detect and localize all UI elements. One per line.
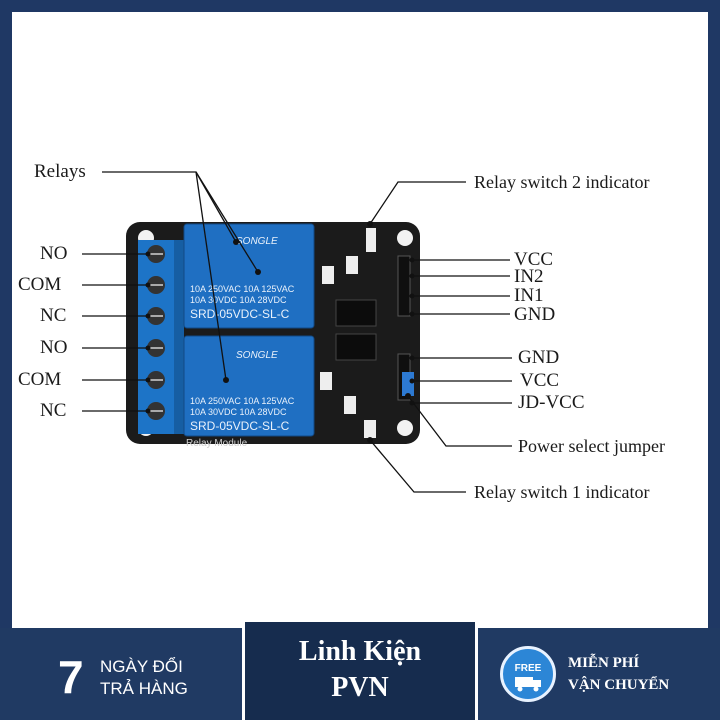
in2-label: IN2 <box>514 266 544 287</box>
optocoupler <box>335 333 377 361</box>
no-2-label: NO <box>40 337 68 358</box>
free-shipping-line-1: MIỄN PHÍ <box>568 655 640 671</box>
return-policy-line-1: NGÀY ĐỔI <box>100 657 183 676</box>
relay-1-rating-2: 10A 30VDC 10A 28VDC <box>190 407 287 417</box>
relay-1-rating-1: 10A 250VAC 10A 125VAC <box>190 396 295 406</box>
power-select-jumper-label: Power select jumper <box>518 436 665 456</box>
led-relay-1 <box>364 420 376 438</box>
vcc-input-label: VCC <box>514 249 554 270</box>
return-policy-line-2: TRẢ HÀNG <box>100 679 188 698</box>
mount-hole <box>397 230 413 246</box>
relay-2-rating-1: 10A 250VAC 10A 125VAC <box>190 284 295 294</box>
nc-1-label: NC <box>40 305 67 326</box>
input-header <box>397 255 411 317</box>
return-policy-text: NGÀY ĐỔI TRẢ HÀNG <box>100 656 188 700</box>
resistor <box>322 266 334 284</box>
vcc-power-label: VCC <box>520 370 560 391</box>
relay-1-model: SRD-05VDC-SL-C <box>190 419 290 433</box>
jd-vcc-label: JD-VCC <box>518 392 585 413</box>
brand-name: Linh Kiện <box>298 636 422 667</box>
relay-2-brand: SONGLE <box>236 236 278 247</box>
free-badge-text: FREE <box>514 663 542 674</box>
relays-label: Relays <box>34 161 86 182</box>
relay-2-rating-2: 10A 30VDC 10A 28VDC <box>190 295 287 305</box>
relay-2 <box>183 223 315 329</box>
gnd-input-label: GND <box>514 304 556 325</box>
in1-label: IN1 <box>514 285 544 306</box>
resistor <box>346 256 358 274</box>
com-1-label: COM <box>18 274 62 295</box>
terminal-screws <box>147 245 165 420</box>
free-shipping-line-2: VẬN CHUYỂN <box>568 677 670 693</box>
resistor <box>344 396 356 414</box>
relay-switch-1-indicator-label: Relay switch 1 indicator <box>474 482 650 502</box>
com-2-label: COM <box>18 369 62 390</box>
power-jumper <box>402 372 414 396</box>
mount-hole <box>397 420 413 436</box>
brand-suffix: PVN <box>331 672 389 703</box>
resistor <box>320 372 332 390</box>
free-shipping-truck-icon: FREE <box>500 646 556 702</box>
return-policy-panel: 7 NGÀY ĐỔI TRẢ HÀNG <box>0 628 242 720</box>
nc-2-label: NC <box>40 400 67 421</box>
brand-panel: Linh Kiện PVN <box>242 622 478 720</box>
relay-1 <box>183 335 315 437</box>
free-shipping-text: MIỄN PHÍ VẬN CHUYỂN <box>568 652 669 696</box>
no-1-label: NO <box>40 243 68 264</box>
board-silkscreen: Relay Module <box>186 438 248 449</box>
free-shipping-panel: FREE MIỄN PHÍ VẬN CHUYỂN <box>478 628 720 720</box>
footer-banner: 7 NGÀY ĐỔI TRẢ HÀNG Linh Kiện PVN FREE M… <box>0 622 720 720</box>
optocoupler <box>335 299 377 327</box>
gnd-power-label: GND <box>518 347 560 368</box>
led-relay-2 <box>366 228 376 252</box>
relay-2-model: SRD-05VDC-SL-C <box>190 307 290 321</box>
return-days-number: 7 <box>58 651 84 703</box>
relay-1-brand: SONGLE <box>236 350 278 361</box>
relay-switch-2-indicator-label: Relay switch 2 indicator <box>474 172 650 192</box>
